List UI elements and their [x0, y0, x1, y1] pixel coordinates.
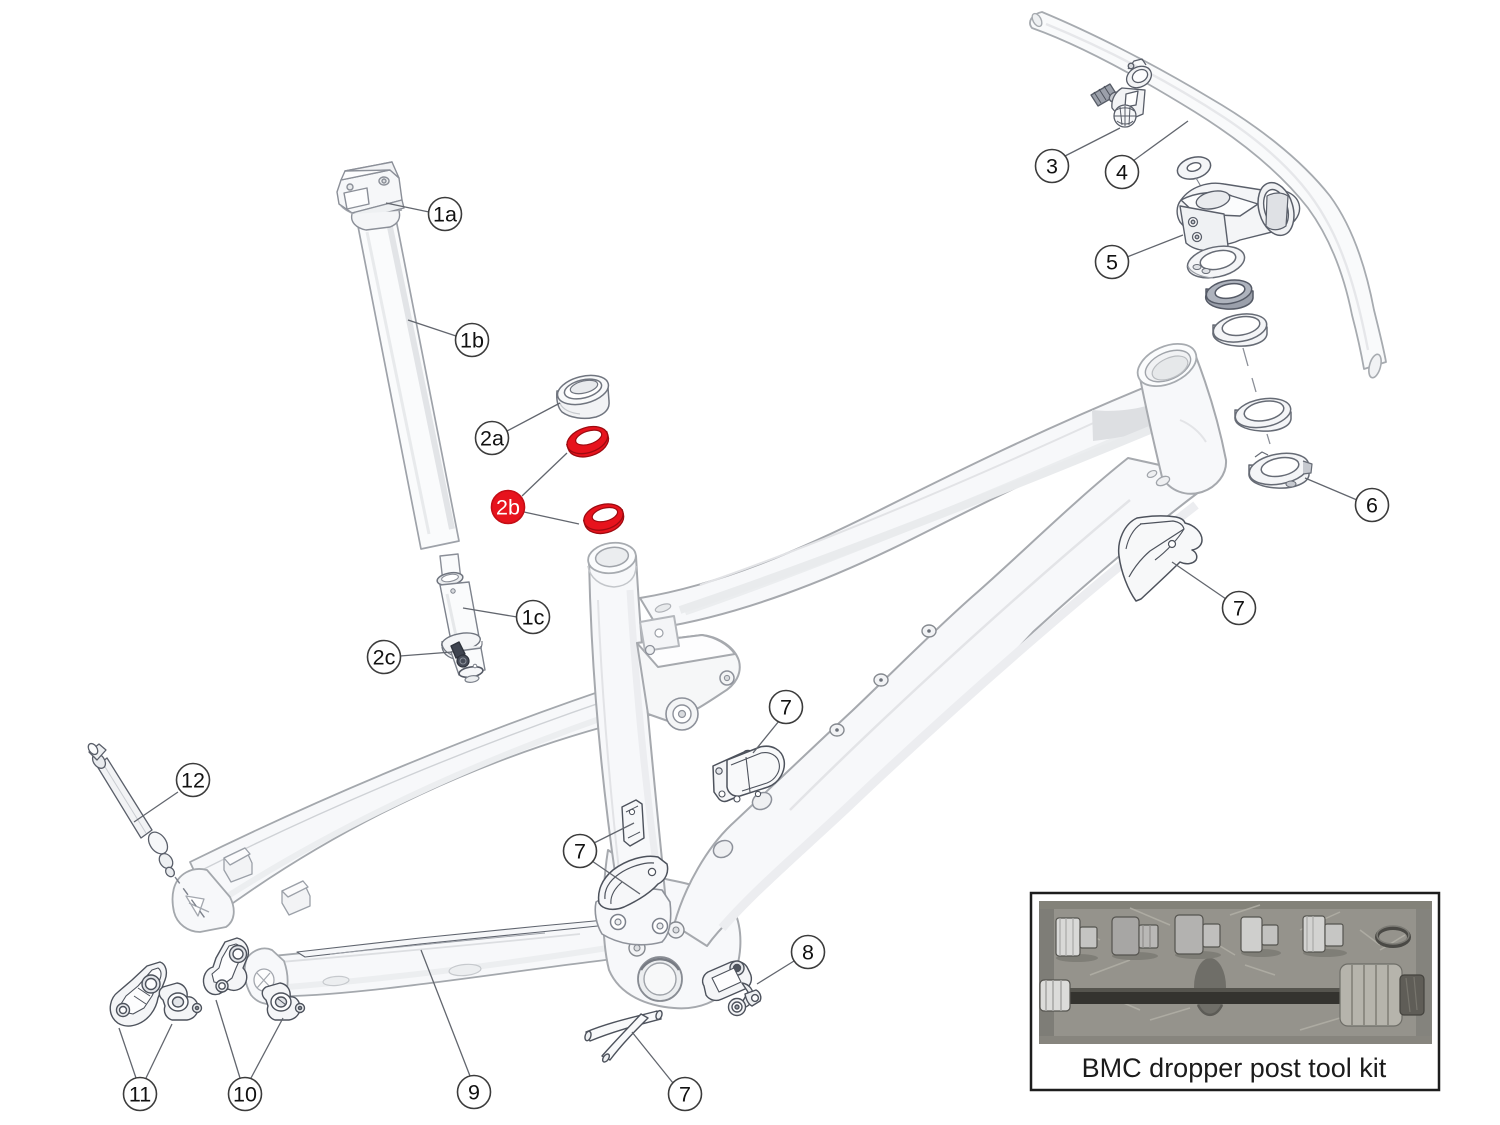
svg-text:2b: 2b — [496, 496, 520, 520]
svg-text:6: 6 — [1366, 494, 1378, 518]
svg-text:7: 7 — [1233, 597, 1245, 621]
svg-text:12: 12 — [181, 769, 205, 793]
svg-text:9: 9 — [468, 1081, 480, 1105]
svg-text:1b: 1b — [460, 329, 484, 353]
svg-text:2a: 2a — [480, 427, 504, 451]
svg-text:7: 7 — [574, 840, 586, 864]
svg-text:7: 7 — [780, 696, 792, 720]
svg-text:BMC dropper post tool kit: BMC dropper post tool kit — [1082, 1053, 1387, 1083]
svg-text:10: 10 — [233, 1083, 257, 1107]
svg-text:7: 7 — [679, 1083, 691, 1107]
svg-text:2c: 2c — [373, 646, 396, 670]
svg-text:3: 3 — [1046, 155, 1058, 179]
svg-text:1c: 1c — [522, 606, 545, 630]
svg-text:11: 11 — [129, 1083, 151, 1107]
svg-text:5: 5 — [1106, 251, 1118, 275]
svg-text:8: 8 — [802, 941, 814, 965]
svg-text:4: 4 — [1116, 161, 1128, 185]
svg-text:1a: 1a — [433, 203, 457, 227]
